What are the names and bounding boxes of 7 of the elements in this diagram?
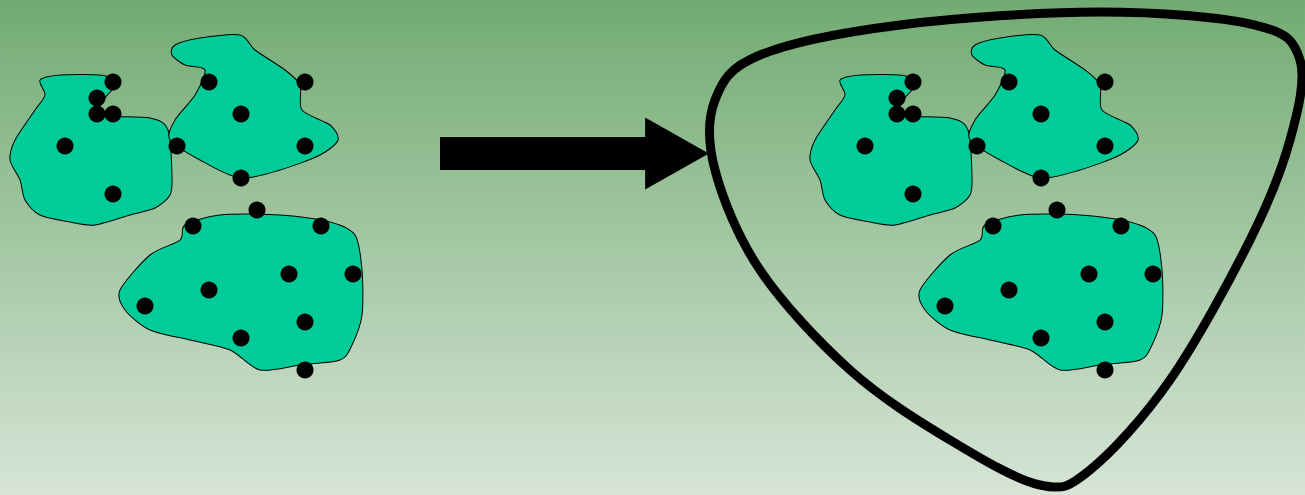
dotted-blob xyxy=(809,73,973,226)
dotted-blob xyxy=(9,73,173,226)
enclosing-loop xyxy=(704,7,1305,492)
dotted-blob xyxy=(168,34,339,187)
dotted-blob xyxy=(968,34,1139,187)
dotted-blob xyxy=(118,201,364,379)
dotted-blob xyxy=(918,201,1164,379)
